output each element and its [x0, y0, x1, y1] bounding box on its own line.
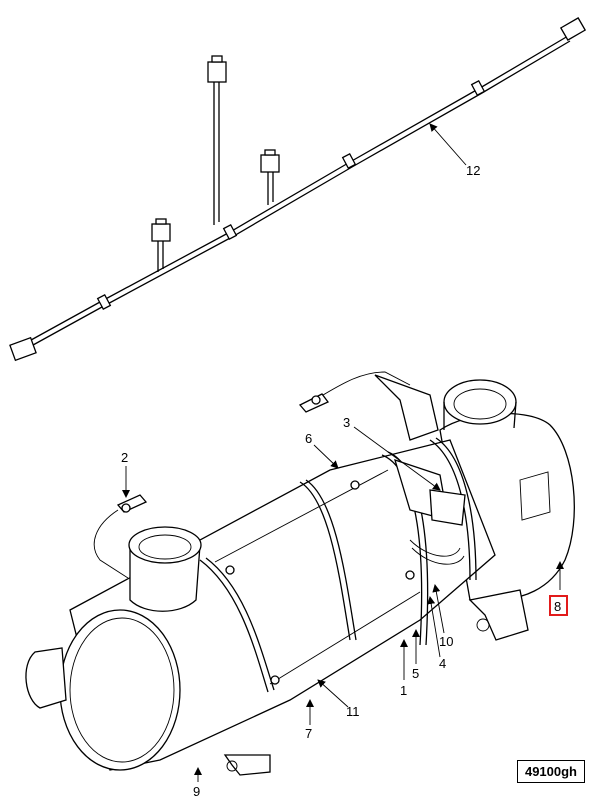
callout-5: 5	[412, 666, 419, 681]
callout-11: 11	[346, 704, 360, 719]
connector-icon	[151, 218, 171, 242]
callout-7: 7	[305, 726, 312, 741]
callout-2: 2	[121, 450, 128, 465]
callout-12: 12	[466, 163, 480, 178]
aftertreatment-assembly	[25, 371, 575, 776]
callout-4: 4	[439, 656, 446, 671]
leader-lines	[122, 123, 564, 782]
callout-8: 8	[554, 599, 561, 614]
callout-3: 3	[343, 415, 350, 430]
wiring-harness	[9, 17, 587, 362]
connector-icon	[207, 55, 227, 83]
connector-icon	[559, 17, 587, 41]
callout-1: 1	[400, 683, 407, 698]
connector-icon	[260, 149, 280, 173]
connector-icon	[9, 336, 37, 362]
callout-10: 10	[439, 634, 453, 649]
figure-reference: 49100gh	[517, 760, 585, 783]
callout-6: 6	[305, 431, 312, 446]
callout-9: 9	[193, 784, 200, 799]
highlight-box	[549, 595, 568, 616]
